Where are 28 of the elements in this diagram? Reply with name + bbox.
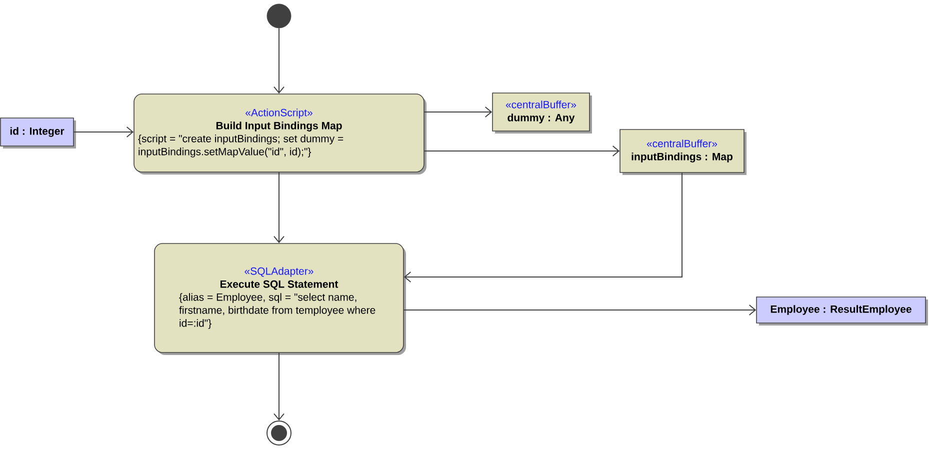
stereotype-label: «centralBuffer»	[506, 100, 576, 108]
final-node	[266, 420, 292, 446]
central-buffer-box	[492, 92, 592, 134]
central-buffer-box	[620, 129, 746, 175]
object-box	[756, 296, 928, 326]
initial-node	[266, 4, 292, 28]
action-box	[154, 243, 406, 355]
node-title: Build Input Bindings Map	[216, 122, 342, 132]
action-box	[134, 94, 426, 174]
arrow	[274, 352, 284, 420]
arrow	[424, 106, 492, 118]
stereotype-label: «ActionScript»	[246, 108, 312, 118]
stereotype-label: «SQLAdapter»	[244, 267, 314, 277]
arrow	[404, 172, 682, 282]
arrow	[424, 146, 620, 156]
node-title: dummy : Any	[508, 114, 575, 124]
node-title: id : Integer	[10, 127, 64, 137]
node-title: Execute SQL Statement	[220, 280, 338, 290]
action-body-text: {alias = Employee, sql = "select name, firstname, birthdate from temployee where id=:id"}	[179, 293, 376, 329]
arrow	[274, 172, 284, 244]
object-box	[0, 118, 76, 148]
action-body-text: {script = "create inputBindings; set dummy = inputBindings.setMapValue("id", id);"}	[138, 134, 344, 158]
arrow	[403, 304, 756, 316]
node-title: inputBindings : Map	[632, 152, 732, 162]
node-title: Employee : ResultEmployee	[770, 305, 912, 315]
arrow	[274, 28, 284, 94]
arrow	[73, 126, 134, 138]
stereotype-label: «centralBuffer»	[646, 140, 718, 148]
